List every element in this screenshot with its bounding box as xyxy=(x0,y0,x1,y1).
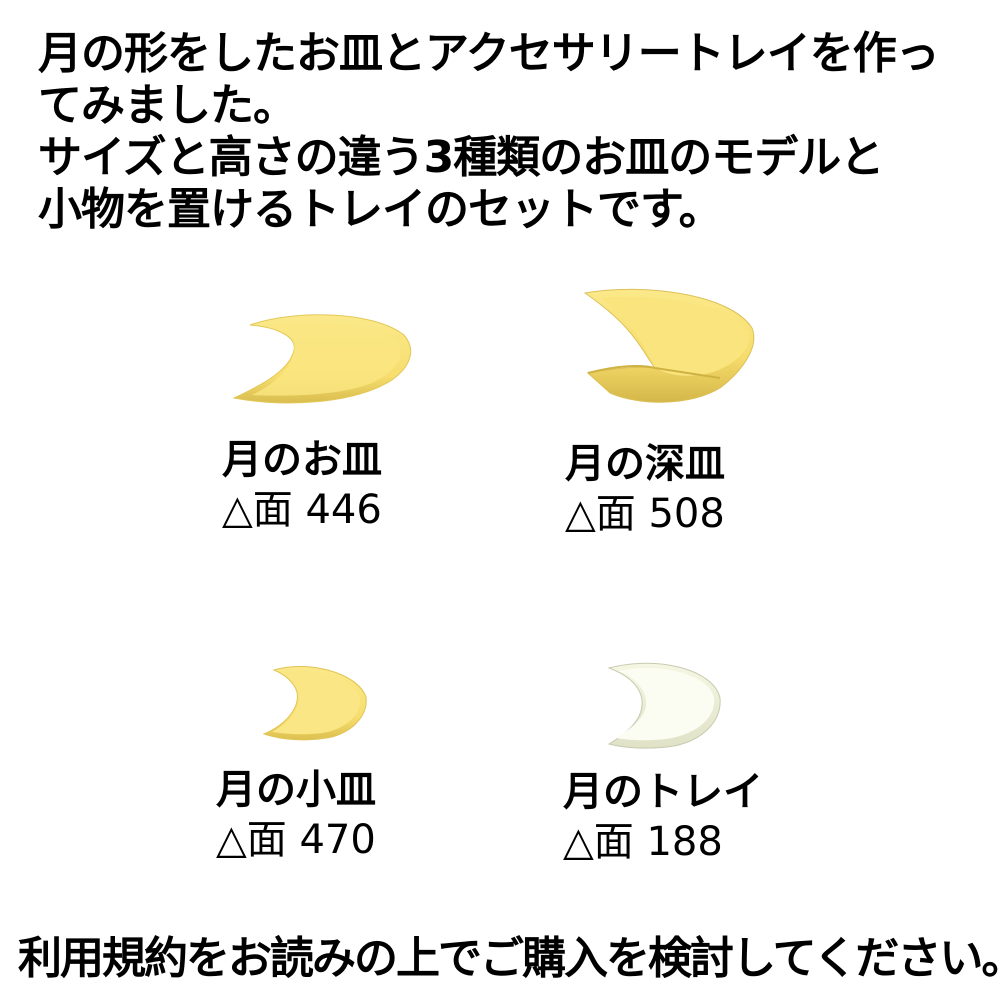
crescent-plate-icon xyxy=(232,305,417,410)
item-faces: △面 446 xyxy=(222,487,382,533)
item-name: 月の深皿 xyxy=(565,441,725,487)
crescent-small-plate-icon xyxy=(262,662,370,742)
item-name: 月のお皿 xyxy=(222,437,382,483)
item-faces: △面 470 xyxy=(216,817,376,863)
crescent-deep-plate-icon xyxy=(580,288,760,408)
intro-line-1: 月の形をしたお皿とアクセサリートレイを作っ xyxy=(38,28,940,79)
intro-line-2: てみました。 xyxy=(38,80,297,131)
item-faces: △面 188 xyxy=(563,819,723,865)
terms-notice: 利用規約をお読みの上でご購入を検討してください。 xyxy=(18,933,1000,984)
intro-line-3: サイズと高さの違う3種類のお皿のモデルと xyxy=(38,132,884,183)
intro-text: 月の形をしたお皿とアクセサリートレイを作っ てみました。 サイズと高さの違う3種… xyxy=(38,28,988,236)
crescent-tray-icon xyxy=(604,660,724,752)
item-name: 月の小皿 xyxy=(216,767,376,813)
item-name: 月のトレイ xyxy=(563,769,763,815)
intro-line-4: 小物を置けるトレイのセットです。 xyxy=(38,184,723,235)
item-faces: △面 508 xyxy=(565,491,725,537)
